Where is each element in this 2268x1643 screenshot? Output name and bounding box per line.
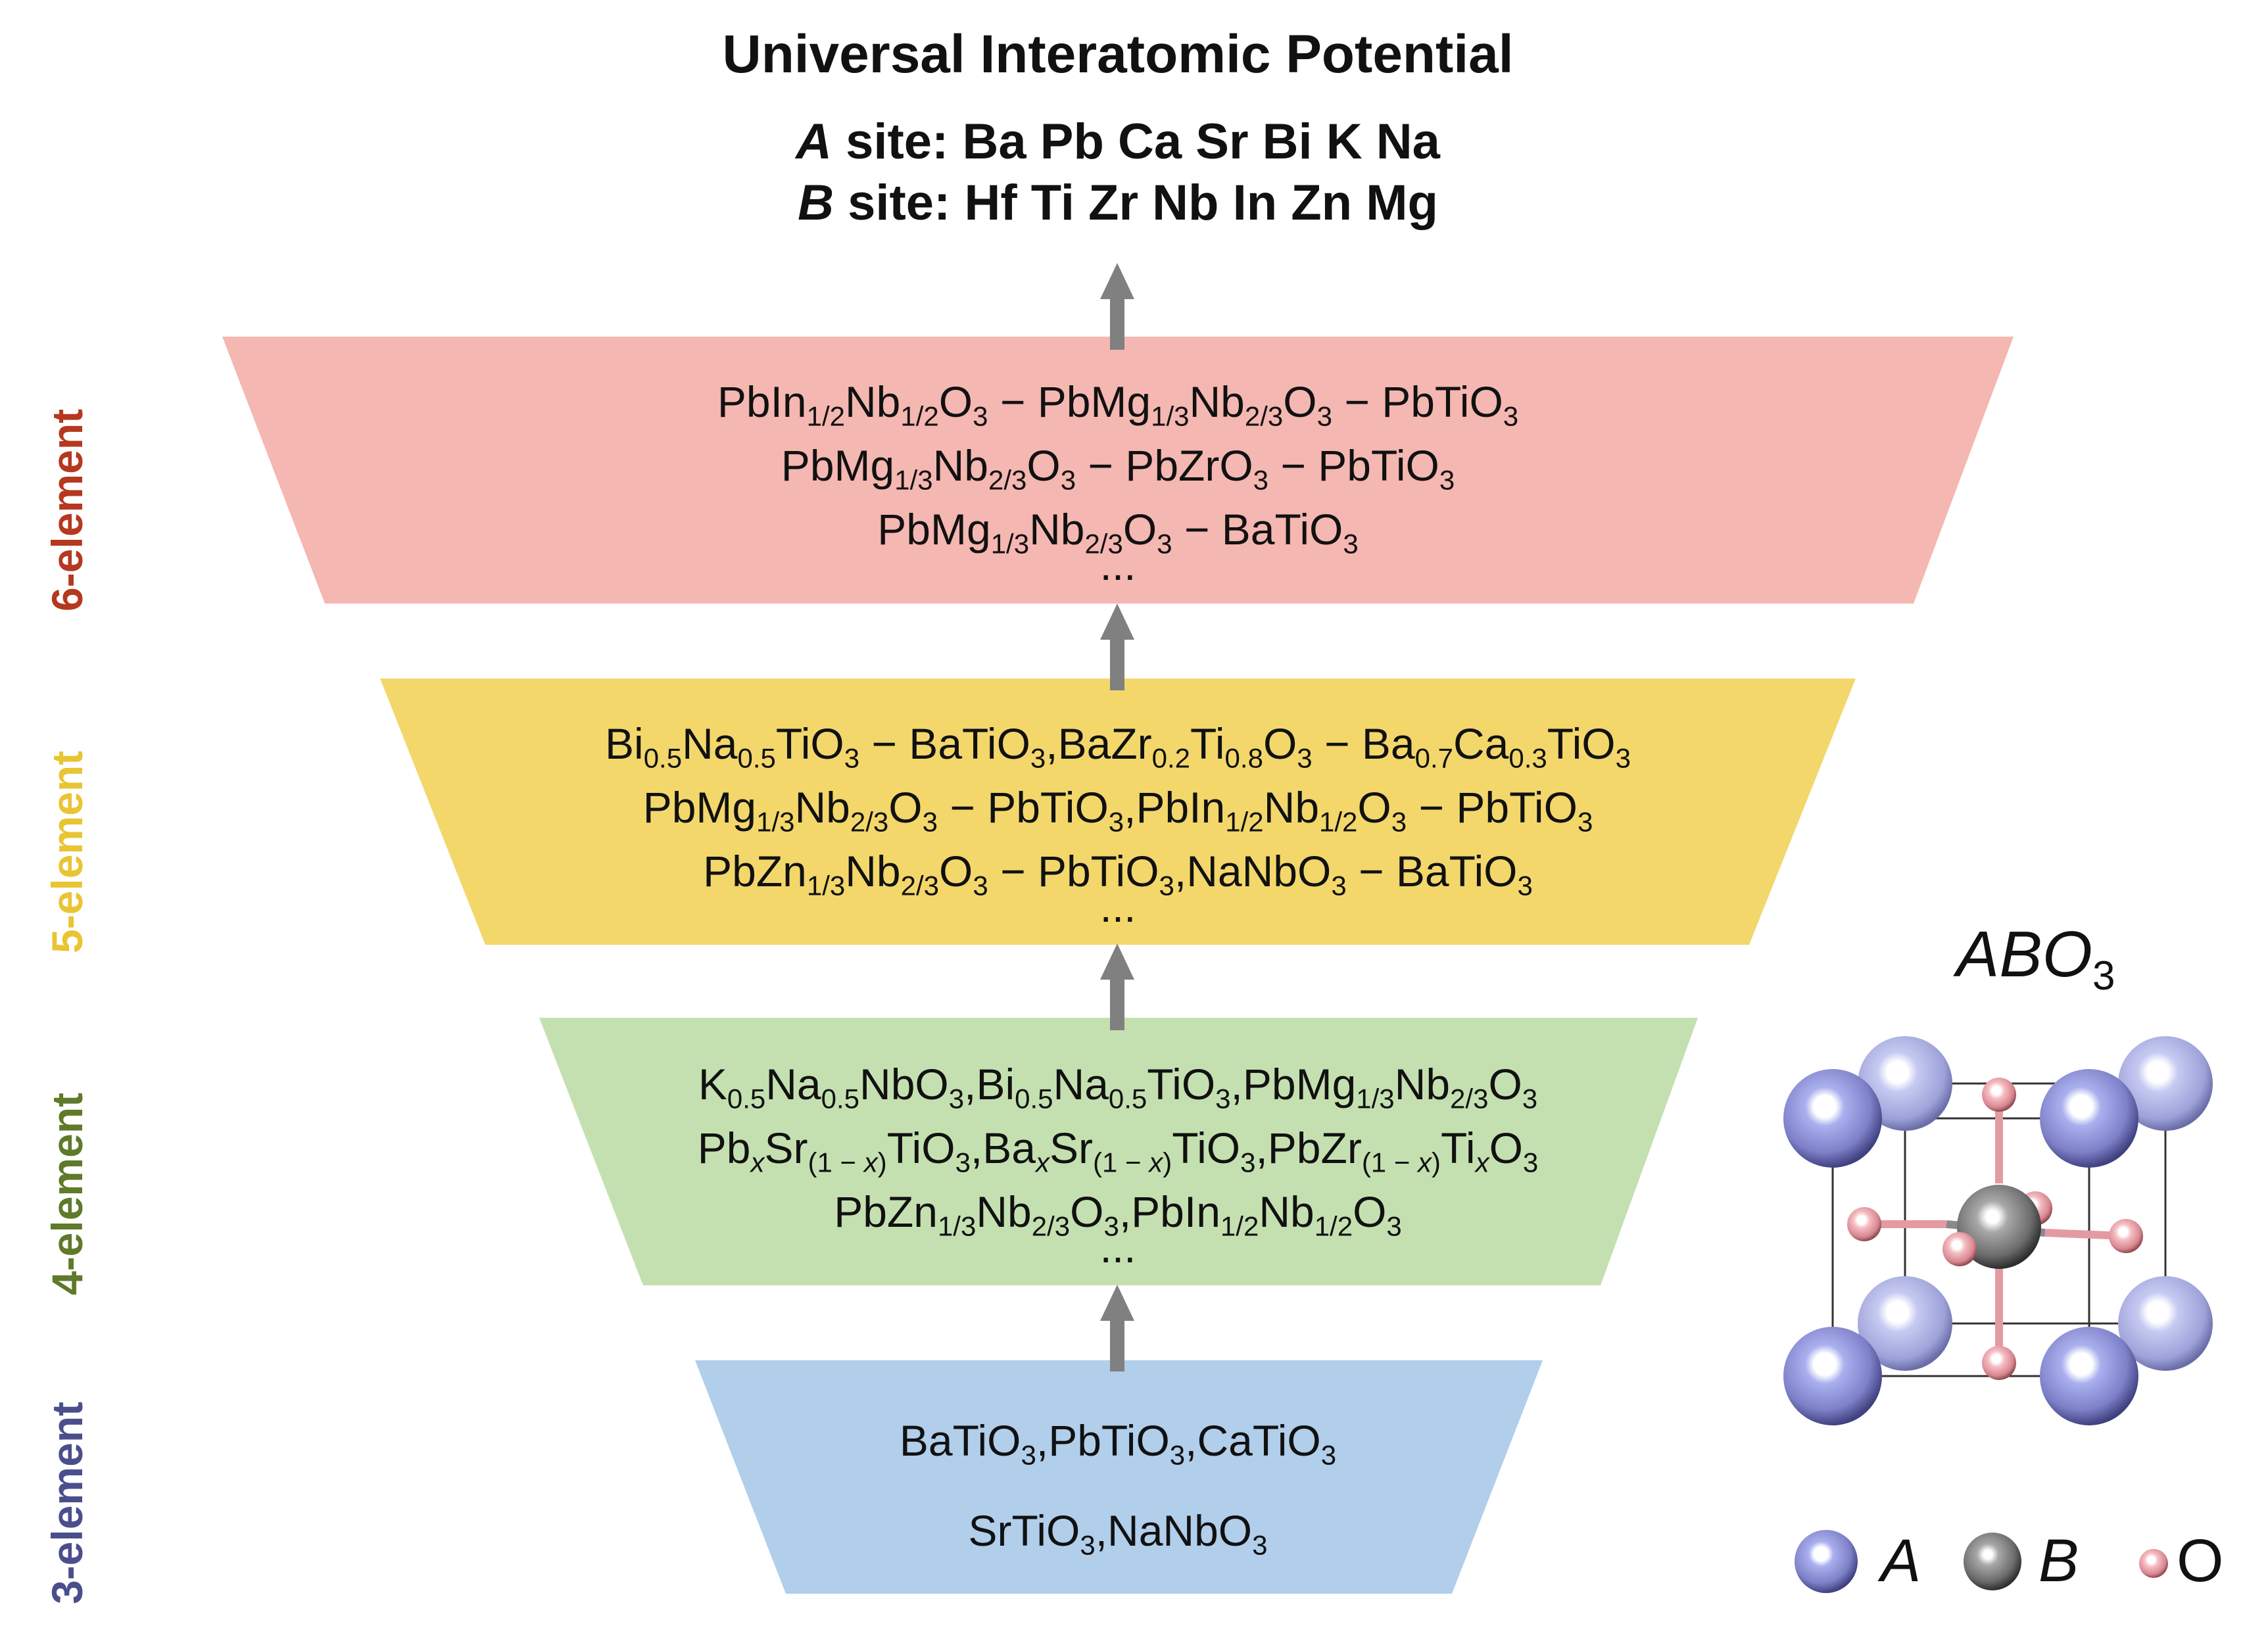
legend-b-sphere: [1964, 1533, 2021, 1590]
a-site-elements: Ba Pb Ca Sr Bi K Na: [962, 114, 1440, 170]
tier-band-6-element: [222, 337, 2014, 604]
diagram-title: Universal Interatomic Potential: [722, 24, 1514, 84]
tier-band-3-element: [695, 1360, 1543, 1594]
atom-a-back: [1858, 1036, 1952, 1131]
arrow-up-icon: [1100, 604, 1134, 690]
atom-a-back: [2118, 1036, 2213, 1131]
structure-formula: ABO3: [1956, 918, 2115, 999]
tier-band-5-element: [380, 679, 1856, 945]
tier-6-ellipsis: ...: [1099, 540, 1136, 589]
atom-o: [1982, 1346, 2016, 1380]
atom-o: [1942, 1232, 1977, 1266]
arrow-up-icon: [1100, 263, 1134, 350]
tier-3-line: BaTiO3,PbTiO3,CaTiO3: [899, 1416, 1337, 1471]
atom-a-back: [2118, 1276, 2213, 1371]
tier-label-5-element: 5-element: [43, 750, 91, 953]
atom-a-back: [1858, 1276, 1952, 1371]
perovskite-unit-cell: [1783, 1036, 2213, 1425]
tier-4-ellipsis: ...: [1099, 1223, 1136, 1272]
arrow-up-icon: [1100, 943, 1134, 1030]
tier-label-4-element: 4-element: [43, 1092, 91, 1295]
tier-6-line: PbMg1/3Nb2/3O3 − PbZrO3 − PbTiO3: [781, 441, 1455, 496]
b-site-line: B site: Hf Ti Zr Nb In Zn Mg: [0, 174, 2236, 231]
tier-6-line: PbMg1/3Nb2/3O3 − BaTiO3: [877, 505, 1359, 560]
legend-o-sphere: [2139, 1549, 2168, 1578]
legend-o-label: O: [2177, 1527, 2224, 1594]
legend-a-sphere: [1795, 1530, 1858, 1593]
a-site-line: A site: Ba Pb Ca Sr Bi K Na: [0, 113, 2236, 170]
legend-a-label: A: [1881, 1527, 1921, 1594]
tier-label-3-element: 3-element: [43, 1401, 91, 1604]
tier-band-4-element: [539, 1018, 1698, 1285]
legend-b-label: B: [2039, 1527, 2079, 1594]
atom-a-front: [1783, 1069, 1882, 1168]
a-site-label: A: [796, 114, 832, 170]
atom-o: [1982, 1078, 2016, 1112]
tier-5-line: PbMg1/3Nb2/3O3 − PbTiO3,PbIn1/2Nb1/2O3 −…: [642, 783, 1593, 838]
atom-a-front: [1783, 1327, 1882, 1425]
tier-label-6-element: 6-element: [43, 408, 91, 611]
b-site-elements: Hf Ti Zr Nb In Zn Mg: [964, 175, 1438, 231]
a-site-suffix: site:: [831, 114, 963, 170]
tier-4-line: K0.5Na0.5NbO3,Bi0.5Na0.5TiO3,PbMg1/3Nb2/…: [698, 1060, 1538, 1114]
atom-o: [2109, 1219, 2143, 1253]
b-site-suffix: site:: [833, 175, 965, 231]
tier-5-line: PbZn1/3Nb2/3O3 − PbTiO3,NaNbO3 − BaTiO3: [703, 847, 1533, 901]
tier-6-line: PbIn1/2Nb1/2O3 − PbMg1/3Nb2/3O3 − PbTiO3: [717, 377, 1519, 432]
tier-5-ellipsis: ...: [1099, 882, 1136, 931]
tier-5-line: Bi0.5Na0.5TiO3 − BaTiO3,BaZr0.2Ti0.8O3 −…: [605, 719, 1631, 774]
atom-a-front: [2040, 1327, 2138, 1425]
tier-4-line: PbxSr(1 − x)TiO3,BaxSr(1 − x)TiO3,PbZr(1…: [697, 1124, 1539, 1178]
tier-3-line: SrTiO3,NaNbO3: [968, 1506, 1268, 1561]
atom-b: [1957, 1185, 2041, 1269]
atom-a-front: [2040, 1069, 2138, 1168]
atom-o: [1847, 1207, 1881, 1241]
b-site-label: B: [798, 175, 834, 231]
tier-4-line: PbZn1/3Nb2/3O3,PbIn1/2Nb1/2O3: [834, 1187, 1402, 1242]
arrow-up-icon: [1100, 1285, 1134, 1371]
